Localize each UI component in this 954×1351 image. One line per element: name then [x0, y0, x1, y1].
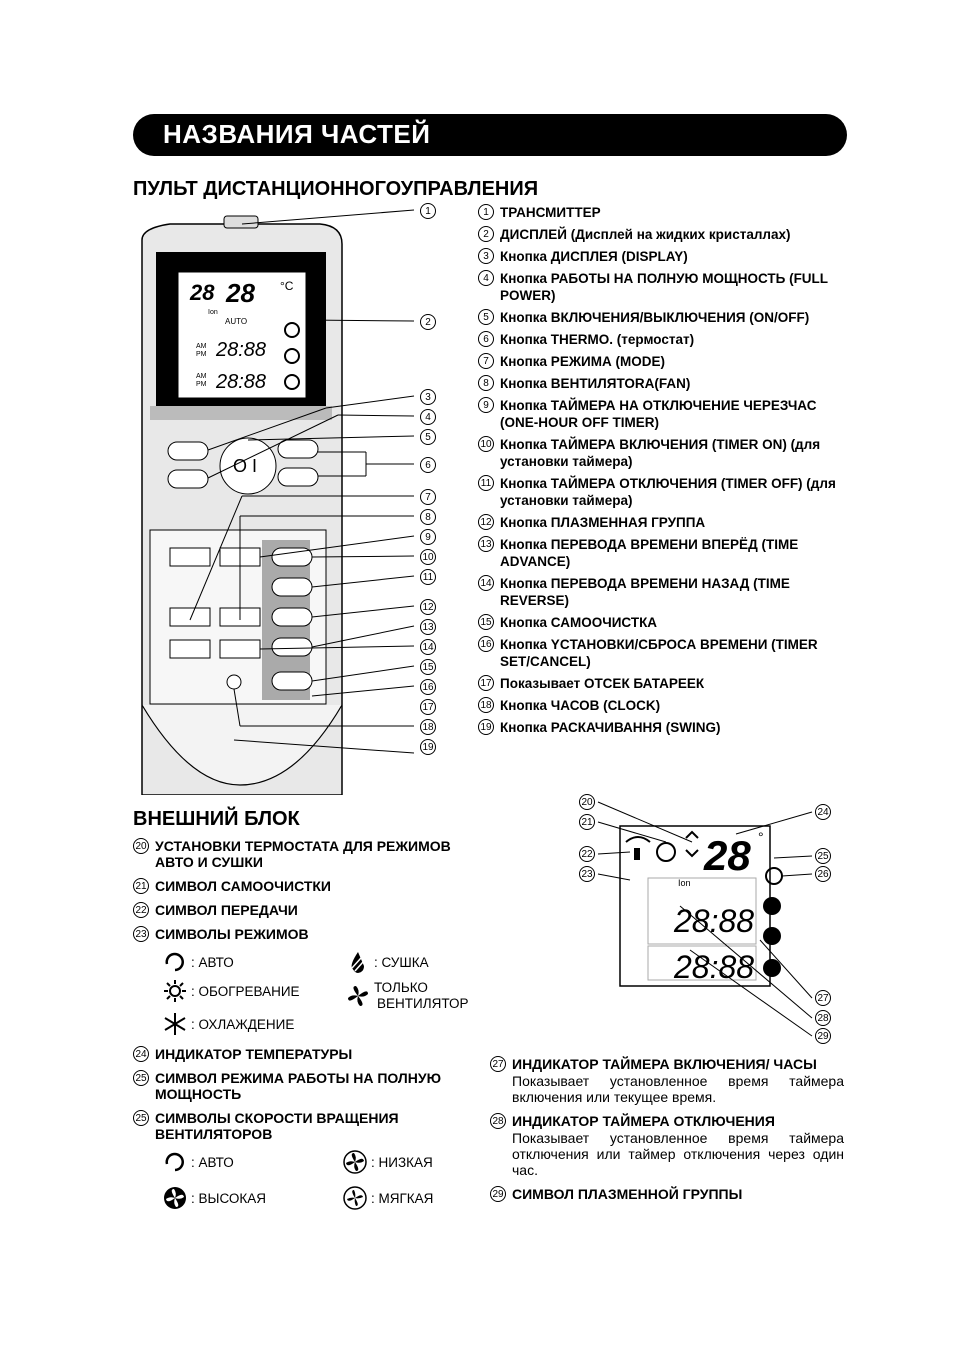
section-banner: НАЗВАНИЯ ЧАСТЕЙ [133, 114, 847, 156]
outdoor-heading: ВНЕШНИЙ БЛОК [133, 808, 300, 830]
svg-text:°: ° [758, 829, 764, 845]
fan-speed-auto: : АВТО [163, 1150, 234, 1174]
indoor-callout-numbers-right: 24 25 26 27 28 29 [815, 804, 835, 1044]
svg-text:Ion: Ion [678, 878, 691, 888]
svg-text:28:88: 28:88 [215, 339, 266, 361]
fan-speed-high: : ВЫСОКАЯ [163, 1186, 266, 1210]
fan-icon [348, 986, 368, 1006]
svg-text:O I: O I [233, 456, 257, 476]
lcd-temp: 28 [189, 280, 215, 305]
mode-cool: : ОХЛАЖДЕНИЕ [163, 1012, 294, 1036]
banner-title: НАЗВАНИЯ ЧАСТЕЙ [163, 119, 431, 149]
svg-text:AM: AM [196, 343, 207, 350]
high-fan-icon [164, 1187, 186, 1209]
fan-speed-soft: : МЯГКАЯ [343, 1186, 433, 1210]
mode-dry: : СУШКА [346, 950, 429, 974]
svg-text:AM: AM [196, 373, 207, 380]
remote-heading: ПУЛЬТ ДИСТАНЦИОННОГОУПРАВЛЕНИЯ [133, 178, 539, 200]
svg-text:Ion: Ion [208, 309, 218, 316]
mode-auto: : АВТО [163, 950, 234, 974]
mode-heat: : ОБОГРЕВАНИЕ [163, 979, 300, 1003]
svg-text:°C: °C [280, 279, 294, 293]
svg-text:28:88: 28:88 [673, 903, 754, 939]
low-fan-icon [343, 1150, 367, 1174]
svg-text:28: 28 [225, 278, 255, 308]
indoor-display-illustration: 28 ° 28:88 28:88 Ion [597, 801, 813, 1037]
display-button [167, 441, 209, 461]
svg-text:PM: PM [196, 381, 207, 388]
svg-text:AUTO: AUTO [225, 317, 247, 326]
svg-text:PM: PM [196, 351, 207, 358]
remote-callout-numbers: 1 2 3 4 5 6 7 8 9 10 11 12 13 14 15 16 1… [420, 203, 440, 773]
sun-icon [164, 980, 186, 1002]
full-power-button [167, 469, 209, 489]
svg-text:28:88: 28:88 [215, 371, 266, 393]
snowflake-icon [164, 1013, 186, 1035]
svg-text:28: 28 [703, 832, 751, 879]
auto-mode-icon [165, 952, 184, 972]
auto-fan-icon [165, 1152, 184, 1172]
indoor-callout-numbers: 20 21 22 23 [579, 794, 599, 884]
drop-icon [351, 952, 364, 973]
soft-fan-icon [343, 1186, 367, 1210]
fan-speed-low: : НИЗКАЯ [343, 1150, 433, 1174]
